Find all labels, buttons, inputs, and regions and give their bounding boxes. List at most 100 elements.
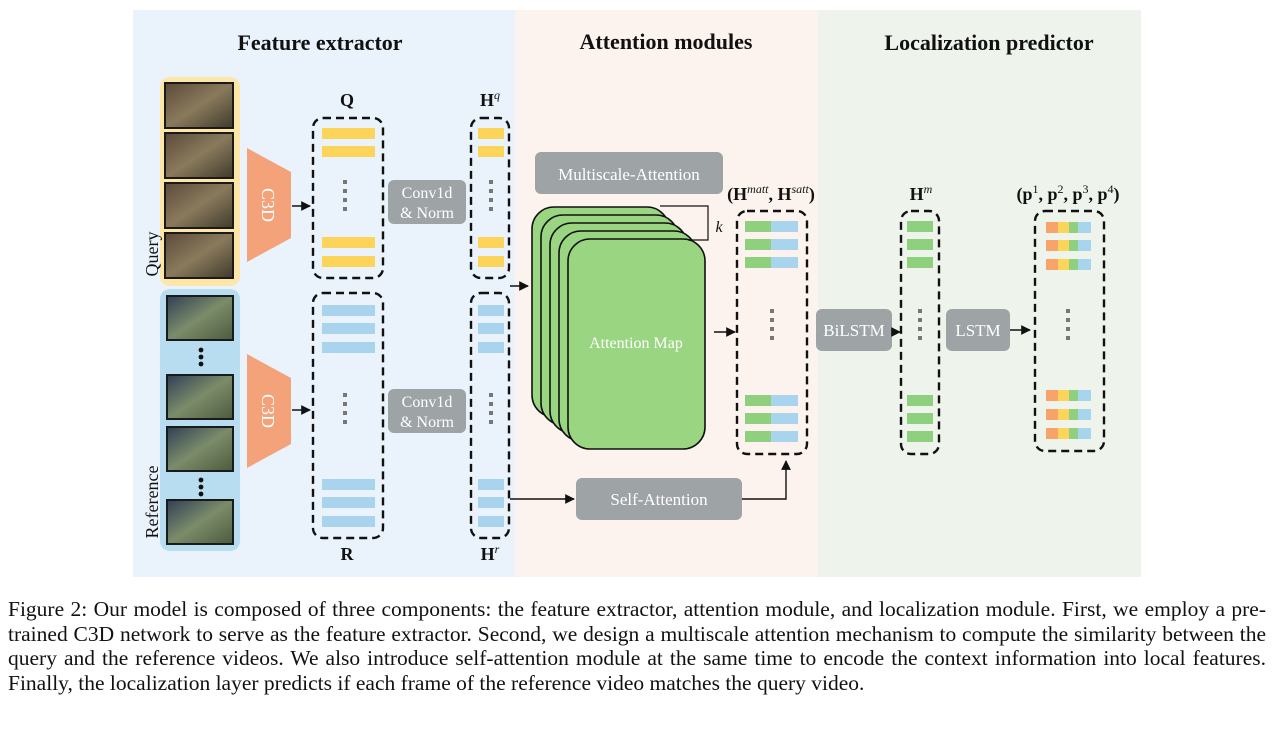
q-feature-label: Q <box>340 90 354 110</box>
multiscale-attention-box <box>535 152 723 194</box>
vertical-ellipsis <box>343 402 347 406</box>
lstm-label: LSTM <box>955 321 1000 340</box>
query-frame <box>164 132 234 179</box>
ellipsis-dot <box>198 347 204 353</box>
vertical-ellipsis <box>343 393 347 397</box>
query-feature-bar <box>478 237 504 248</box>
vertical-ellipsis <box>343 207 347 211</box>
prediction-row <box>1046 259 1091 270</box>
vertical-ellipsis <box>770 309 774 313</box>
reference-feature-bar <box>478 516 504 527</box>
reference-label: Reference <box>142 466 162 539</box>
reference-feature-bar <box>478 479 504 490</box>
green-feature-bar <box>745 239 771 250</box>
vertical-ellipsis <box>343 189 347 193</box>
query-label: Query <box>142 232 162 277</box>
reference-feature-bar <box>322 323 375 334</box>
query-feature-bar <box>322 256 375 267</box>
ellipsis-dot <box>198 491 204 497</box>
vertical-ellipsis <box>918 309 922 313</box>
arrow <box>742 460 791 500</box>
blue-feature-bar <box>771 239 798 250</box>
hr-feature-container <box>469 291 511 540</box>
r-feature-label: R <box>341 544 355 564</box>
ellipsis-dot <box>198 484 204 490</box>
query-frame <box>164 232 234 279</box>
self-attention-box <box>576 478 742 520</box>
reference-feature-bar <box>478 305 504 316</box>
hm-feature-container <box>899 209 941 456</box>
query-feature-bar <box>478 146 504 157</box>
vertical-ellipsis <box>489 207 493 211</box>
reference-frame <box>166 426 234 472</box>
ellipsis-dot <box>198 354 204 360</box>
conv1d-norm-query-box <box>388 180 466 224</box>
vertical-ellipsis <box>489 420 493 424</box>
reference-frame <box>166 374 234 420</box>
localization-predictor-panel <box>818 10 1141 577</box>
reference-feature-bar <box>322 342 375 353</box>
p-outputs-container <box>1033 209 1106 453</box>
hmatt-hsatt-container <box>735 209 809 456</box>
query-frame <box>164 182 234 229</box>
query-feature-bar <box>322 146 375 157</box>
blue-feature-bar <box>771 431 798 442</box>
vertical-ellipsis <box>489 402 493 406</box>
vertical-ellipsis <box>343 411 347 415</box>
reference-feature-bar <box>478 323 504 334</box>
vertical-ellipsis <box>489 198 493 202</box>
prediction-row <box>1046 428 1091 439</box>
hr-label: Hr <box>481 542 500 564</box>
vertical-ellipsis <box>489 411 493 415</box>
vertical-ellipsis <box>770 336 774 340</box>
query-feature-bar <box>322 128 375 139</box>
blue-feature-bar <box>771 413 798 424</box>
prediction-row <box>1046 390 1091 401</box>
green-feature-bar <box>745 395 771 406</box>
blue-feature-bar <box>771 257 798 268</box>
norm-label: & Norm <box>400 414 454 431</box>
reference-feature-bar <box>478 342 504 353</box>
vertical-ellipsis <box>489 189 493 193</box>
reference-feature-bar <box>322 305 375 316</box>
green-feature-bar <box>907 239 933 250</box>
reference-feature-bar <box>322 497 375 508</box>
query-frame <box>164 82 234 129</box>
ellipsis-dot <box>198 477 204 483</box>
conv1d-norm-reference-box <box>388 389 466 433</box>
green-feature-bar <box>907 221 933 232</box>
vertical-ellipsis <box>770 318 774 322</box>
vertical-ellipsis <box>1066 336 1070 340</box>
reference-feature-bar <box>322 479 375 490</box>
vertical-ellipsis <box>489 393 493 397</box>
bilstm-box <box>816 309 892 351</box>
vertical-ellipsis <box>918 318 922 322</box>
conv1d-label: Conv1d <box>402 394 453 411</box>
attention-modules-title: Attention modules <box>580 29 753 54</box>
multiscale-attention-label: Multiscale-Attention <box>558 165 700 184</box>
green-feature-bar <box>745 221 771 232</box>
p-outputs-label: (p1, p2, p3, p4) <box>1016 182 1119 205</box>
reference-feature-bar <box>322 516 375 527</box>
prediction-row <box>1046 240 1091 251</box>
query-feature-bar <box>478 256 504 267</box>
reference-frame <box>166 499 234 545</box>
prediction-row <box>1046 409 1091 420</box>
c3d-query-block <box>247 148 291 262</box>
reference-frame <box>166 295 234 341</box>
ellipsis-dot <box>198 361 204 367</box>
figure-caption: Figure 2: Our model is composed of three… <box>8 597 1266 695</box>
green-feature-bar <box>745 257 771 268</box>
localization-predictor-title: Localization predictor <box>884 30 1093 55</box>
query-feature-bar <box>478 128 504 139</box>
hq-feature-container <box>469 116 511 280</box>
hmatt-hsatt-label: (Hmatt, Hsatt) <box>727 182 815 205</box>
c3d-reference-label: C3D <box>258 394 278 428</box>
vertical-ellipsis <box>918 327 922 331</box>
prediction-row <box>1046 222 1091 233</box>
reference-feature-bar <box>478 497 504 508</box>
c3d-reference-block <box>247 354 291 468</box>
vertical-ellipsis <box>489 180 493 184</box>
hm-label: Hm <box>910 182 933 204</box>
green-feature-bar <box>907 431 933 442</box>
